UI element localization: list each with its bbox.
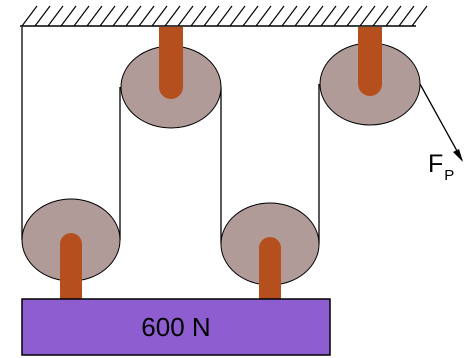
hatch-mark — [151, 5, 168, 27]
hatch-mark — [229, 5, 246, 27]
load-weight-text: 600 N — [141, 312, 211, 342]
hatch-mark — [320, 5, 337, 27]
hatch-mark — [21, 5, 38, 27]
hatch-mark — [346, 5, 363, 27]
pulley-axle — [358, 27, 382, 96]
hatch-mark — [372, 5, 389, 27]
force-subscript: P — [444, 167, 455, 184]
force-arrow-head — [453, 149, 463, 162]
hatch-mark — [359, 5, 376, 27]
pulley-axle — [60, 233, 82, 300]
hatch-mark — [203, 5, 220, 27]
hatch-mark — [216, 5, 233, 27]
hatch-mark — [125, 5, 142, 27]
hatch-mark — [411, 5, 428, 27]
load-weight-label: 600 N — [22, 299, 330, 355]
movable-pulley — [220, 202, 320, 300]
hatch-mark — [281, 5, 298, 27]
hatch-mark — [190, 5, 207, 27]
rope — [21, 27, 463, 244]
hatch-mark — [34, 5, 51, 27]
hatch-mark — [60, 5, 77, 27]
hatch-mark — [73, 5, 90, 27]
ceiling-hatch — [21, 5, 428, 27]
hatch-mark — [255, 5, 272, 27]
hatch-mark — [307, 5, 324, 27]
load-block — [21, 298, 331, 356]
rope-pull-segment — [419, 83, 463, 161]
hatch-mark — [333, 5, 350, 27]
movable-pulley — [21, 198, 121, 300]
hatch-mark — [112, 5, 129, 27]
pulley-axle — [259, 237, 281, 300]
hatch-mark — [385, 5, 402, 27]
hatch-mark — [242, 5, 259, 27]
hatch-mark — [177, 5, 194, 27]
hatch-mark — [138, 5, 155, 27]
hatch-mark — [268, 5, 285, 27]
hatch-mark — [47, 5, 64, 27]
hatch-mark — [86, 5, 103, 27]
fixed-pulley — [319, 27, 421, 126]
pulley-axle — [159, 27, 183, 99]
pull-force-label: FP — [428, 150, 454, 184]
hatch-mark — [294, 5, 311, 27]
hatch-mark — [99, 5, 116, 27]
hatch-mark — [398, 5, 415, 27]
ceiling — [20, 5, 428, 27]
hatch-mark — [164, 5, 181, 27]
force-symbol: F — [428, 150, 444, 178]
fixed-pulley — [120, 27, 222, 129]
